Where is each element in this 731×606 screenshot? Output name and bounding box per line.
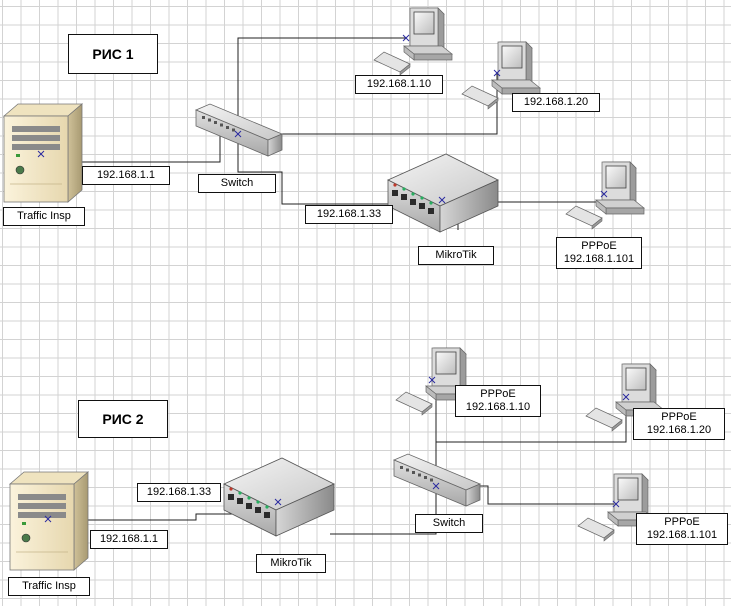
- fig1-pc1-ip: 192.168.1.10: [355, 75, 443, 94]
- fig2-server: [9, 471, 89, 571]
- fig1-server-label: Traffic Insp: [3, 207, 85, 226]
- fig2-switch-label: Switch: [415, 514, 483, 533]
- fig1-server-ip: 192.168.1.1: [82, 166, 170, 185]
- fig2-pc3-line2: 192.168.1.101: [646, 529, 718, 541]
- fig1-mikrotik-ip: 192.168.1.33: [305, 205, 393, 224]
- fig1-title: РИС 1: [68, 34, 158, 74]
- fig2-pc1-line2: 192.168.1.10: [465, 401, 531, 413]
- fig2-pc1-label: PPPoE 192.168.1.10: [455, 385, 541, 417]
- fig2-mikrotik-label: MikroTik: [256, 554, 326, 573]
- fig1-pppoe-pc-label: PPPoE 192.168.1.101: [556, 237, 642, 269]
- fig1-switch-label: Switch: [198, 174, 276, 193]
- fig1-pppoe-pc-line2: 192.168.1.101: [563, 253, 635, 265]
- fig2-mikrotik-ip: 192.168.1.33: [137, 483, 221, 502]
- fig2-pc3-line1: PPPoE: [664, 516, 700, 528]
- fig2-pc2-line1: PPPoE: [661, 411, 697, 423]
- fig2-server-ip: 192.168.1.1: [90, 530, 168, 549]
- fig2-pc3-label: PPPoE 192.168.1.101: [636, 513, 728, 545]
- fig1-cable-switch-mikrotik: [237, 134, 402, 205]
- fig1-pppoe-pc-line1: PPPoE: [581, 240, 617, 252]
- fig2-pc2-line2: 192.168.1.20: [646, 424, 712, 436]
- fig2-server-label: Traffic Insp: [8, 577, 90, 596]
- fig1-switch: [195, 103, 283, 157]
- fig2-title: РИС 2: [78, 400, 168, 438]
- fig1-pc1: [373, 7, 453, 76]
- fig2-cable-mikrotik-switch: [330, 486, 437, 535]
- fig2-cable-switch-pc2: [435, 397, 627, 486]
- fig1-pc2-ip: 192.168.1.20: [512, 93, 600, 112]
- fig1-server: [3, 103, 83, 203]
- fig1-mikrotik-label: MikroTik: [418, 246, 494, 265]
- fig2-pc1-line1: PPPoE: [480, 388, 516, 400]
- fig2-pc2-label: PPPoE 192.168.1.20: [633, 408, 725, 440]
- fig1-mikrotik: [387, 153, 499, 233]
- fig1-cable-switch-pc1: [237, 37, 406, 134]
- fig2-switch: [393, 453, 481, 507]
- fig2-mikrotik: [223, 457, 335, 537]
